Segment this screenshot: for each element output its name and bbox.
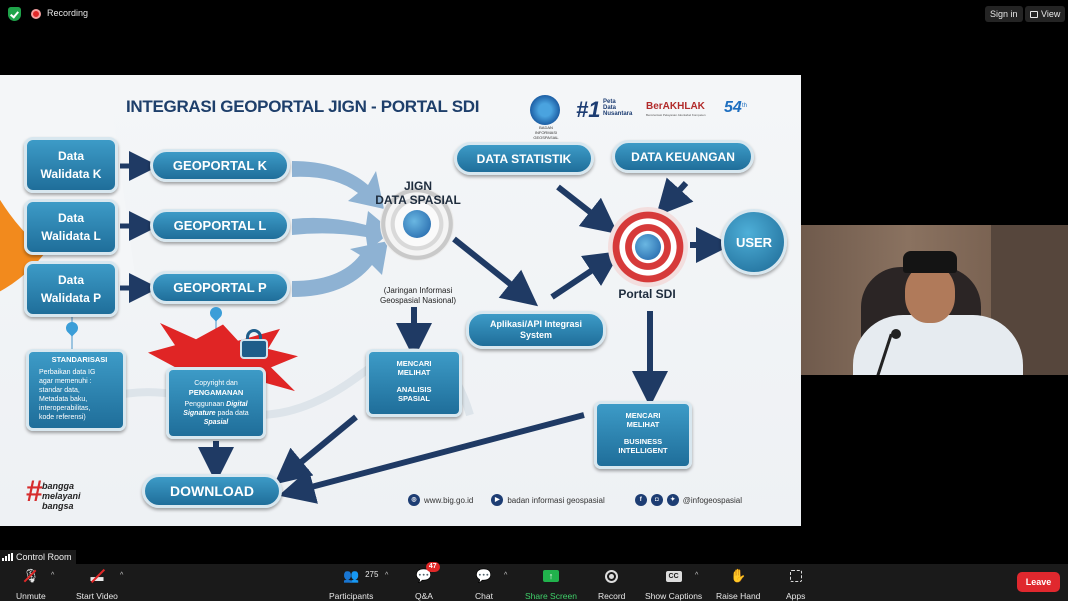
jign-globe-icon — [380, 187, 454, 261]
twitter-icon: ✦ — [666, 494, 679, 506]
video-off-icon: ▬ — [90, 567, 106, 585]
active-speaker-label: Control Room — [0, 550, 76, 564]
participants-caret-icon[interactable]: ^ — [385, 572, 389, 579]
arrow-business-download — [278, 412, 585, 504]
user-circle: USER — [721, 209, 787, 275]
unmute-button[interactable]: 🎙 Unmute — [16, 567, 46, 601]
geoportal-k-pill: GEOPORTAL K — [150, 149, 290, 182]
bangga-melayani-bangsa-logo: # bangga melayani bangsa — [26, 475, 81, 512]
security-shield-icon[interactable] — [8, 7, 21, 21]
arrow-geoportal-k-jign — [292, 161, 384, 209]
arrow-geoportal-l-jign — [292, 211, 392, 251]
youtube-item: ▶ badan informasi geospasial — [491, 494, 605, 506]
anniversary-logo: 54 th — [724, 99, 748, 116]
download-pill: DOWNLOAD — [142, 474, 282, 508]
rank-logo-caption: Peta Data Nusantara — [603, 99, 633, 117]
copyright-box: Copyright dan PENGAMANAN Penggunaan Digi… — [166, 367, 266, 439]
instagram-icon: ◘ — [650, 494, 663, 506]
data-keuangan-pill: DATA KEUANGAN — [612, 140, 754, 173]
standarisasi-box: STANDARISASI Perbaikan data IG agar meme… — [26, 349, 126, 431]
chat-caret-icon[interactable]: ^ — [504, 572, 508, 579]
arrow-statistik-portal — [556, 184, 619, 235]
grid-view-icon — [1030, 10, 1038, 18]
show-captions-button[interactable]: CC Show Captions — [645, 570, 703, 601]
meeting-toolbar: 🎙 Unmute ^ ▬ Start Video ^ 👥275 Particip… — [0, 562, 1068, 601]
share-screen-icon: ↑ — [542, 570, 559, 582]
desk-microphone-icon — [891, 329, 901, 339]
youtube-icon: ▶ — [491, 494, 504, 506]
portal-sdi-label: Portal SDI — [618, 287, 676, 301]
analisis-spasial-box: MENCARI MELIHAT ANALISIS SPASIAL — [366, 349, 462, 417]
audio-options-caret-icon[interactable]: ^ — [51, 572, 55, 579]
lock-icon — [240, 329, 268, 359]
geoportal-p-pill: GEOPORTAL P — [150, 271, 290, 304]
recording-label: Recording — [47, 8, 89, 18]
facebook-icon: f — [634, 494, 647, 506]
chat-icon: 💬 — [475, 568, 493, 583]
arrow-api-portal — [550, 251, 621, 300]
arrow-keuangan-portal — [655, 177, 694, 217]
slide-title: INTEGRASI GEOPORTAL JIGN - PORTAL SDI — [126, 97, 480, 116]
raise-hand-icon: ✋ — [730, 568, 747, 583]
muted-microphone-icon: 🎙 — [23, 567, 40, 585]
share-screen-button[interactable]: ↑ Share Screen — [525, 570, 577, 601]
raise-hand-button[interactable]: ✋ Raise Hand — [716, 568, 761, 601]
berakhlak-logo: BerAKHLAK — [646, 101, 705, 112]
arrow-jign-api — [452, 236, 539, 307]
berakhlak-caption: Berorientasi Pelayanan Akuntabel Kompete… — [646, 113, 706, 117]
slide-footer: ◎ www.big.go.id ▶ badan informasi geospa… — [408, 493, 742, 507]
meeting-top-bar: Recording Sign in View — [0, 0, 1068, 28]
shared-screen: INTEGRASI GEOPORTAL JIGN - PORTAL SDI BA… — [0, 75, 801, 526]
rank-logo: #1 — [576, 97, 601, 122]
flow-arrows — [58, 151, 732, 504]
big-agency-logo — [530, 95, 560, 125]
closed-captions-icon: CC — [665, 570, 682, 582]
signal-strength-icon — [2, 553, 13, 561]
qa-button[interactable]: 💬47 Q&A — [415, 562, 440, 601]
qa-icon: 💬47 — [416, 562, 440, 585]
social-item: f ◘ ✦ @infogeospasial — [634, 494, 742, 506]
participants-icon: 👥275 — [343, 568, 379, 583]
start-video-button[interactable]: ▬ Start Video — [76, 567, 118, 601]
recording-icon — [31, 9, 41, 19]
business-intelligent-box: MENCARI MELIHAT BUSINESS INTELLIGENT — [594, 401, 692, 469]
speaker-head — [905, 265, 955, 323]
arrow-geoportal-p-jign — [292, 241, 388, 297]
jign-title: JIGN DATA SPASIAL — [375, 179, 461, 207]
data-statistik-pill: DATA STATISTIK — [454, 142, 594, 175]
logo-strip: BADAN INFORMASI GEOSPASIAL #1 Peta Data … — [530, 95, 760, 140]
record-button[interactable]: Record — [598, 567, 625, 601]
view-button-label: View — [1041, 9, 1061, 19]
view-button[interactable]: View — [1025, 6, 1066, 22]
apps-icon — [789, 570, 802, 582]
chat-button[interactable]: 💬 Chat — [475, 568, 493, 601]
agency-logo-caption: BADAN INFORMASI GEOSPASIAL — [533, 125, 559, 140]
video-options-caret-icon[interactable]: ^ — [120, 572, 124, 579]
participants-button[interactable]: 👥275 Participants — [329, 568, 379, 601]
participant-video-tile[interactable] — [801, 225, 1068, 375]
portal-sdi-target-icon — [608, 207, 688, 287]
speaker-cap — [903, 251, 957, 273]
jign-subtitle: (Jaringan Informasi Geospasial Nasional) — [379, 286, 457, 305]
leave-button[interactable]: Leave — [1017, 572, 1060, 592]
globe-icon: ◎ — [408, 494, 420, 506]
website-item: ◎ www.big.go.id — [408, 494, 473, 506]
apps-button[interactable]: Apps — [786, 567, 805, 601]
record-icon — [605, 569, 619, 583]
sign-in-button[interactable]: Sign in — [985, 6, 1023, 22]
geoportal-l-pill: GEOPORTAL L — [150, 209, 290, 242]
captions-caret-icon[interactable]: ^ — [695, 572, 699, 579]
arrow-analisis-download — [274, 414, 358, 485]
